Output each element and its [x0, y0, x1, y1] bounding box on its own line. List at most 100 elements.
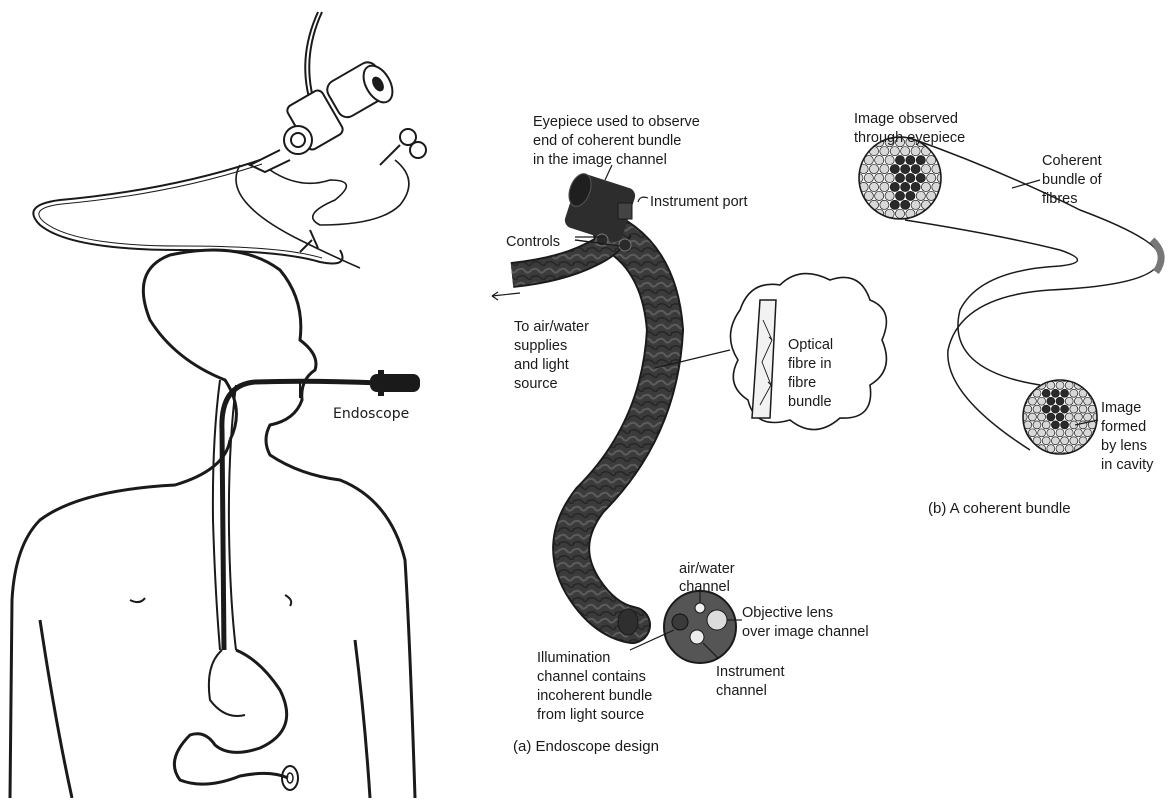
fibre [911, 182, 920, 191]
fibre [1047, 413, 1055, 421]
fibre [1033, 421, 1041, 429]
svg-text:in the image channel: in the image channel [533, 152, 667, 168]
svg-text:supplies: supplies [514, 338, 567, 354]
fibre [885, 156, 894, 165]
svg-text:bundle of: bundle of [1042, 172, 1103, 188]
svg-text:over image channel: over image channel [742, 624, 869, 640]
fibre [869, 200, 878, 209]
fibre [906, 173, 915, 182]
svg-text:by lens: by lens [1101, 438, 1147, 454]
svg-text:Image observed: Image observed [854, 111, 958, 127]
formed-image-fibre-bundle [1019, 373, 1101, 460]
fibre [927, 173, 936, 182]
air-water-supplies-label: To air/water supplies and light source [514, 319, 589, 392]
fibre [890, 164, 899, 173]
fibre [1028, 413, 1036, 421]
fibre [1061, 389, 1069, 397]
svg-text:Eyepiece used to observe: Eyepiece used to observe [533, 114, 700, 130]
fibre [1028, 397, 1036, 405]
fibre [1047, 429, 1055, 437]
instrument-channel-label: Instrument channel [716, 664, 785, 699]
svg-text:end of coherent bundle: end of coherent bundle [533, 133, 681, 149]
fibre [869, 147, 878, 156]
fibre [869, 164, 878, 173]
endoscope-label: Endoscope [333, 406, 409, 422]
fibre [1051, 437, 1059, 445]
fibre [1061, 421, 1069, 429]
fibre [890, 200, 899, 209]
fibre [911, 147, 920, 156]
fibre [1056, 381, 1064, 389]
controls-label: Controls [506, 234, 560, 250]
fibre [911, 200, 920, 209]
svg-text:channel: channel [716, 683, 767, 699]
fibre [901, 164, 910, 173]
fibre [921, 164, 930, 173]
human-torso-illustration [10, 250, 420, 798]
svg-text:air/water: air/water [679, 561, 735, 577]
fibre [1065, 413, 1073, 421]
eyepiece-label: Eyepiece used to observe end of coherent… [533, 114, 700, 168]
fibre [895, 173, 904, 182]
image-observed-label: Image observed through eyepiece [854, 111, 965, 146]
fibre [1033, 405, 1041, 413]
fibre [1061, 405, 1069, 413]
fibre [901, 182, 910, 191]
fibre [875, 191, 884, 200]
fibre [1056, 429, 1064, 437]
fibre [1042, 405, 1050, 413]
fibre [1070, 405, 1078, 413]
fibre [875, 173, 884, 182]
fibre [885, 173, 894, 182]
illumination-channel-label: Illumination channel contains incoherent… [537, 650, 652, 723]
fibre [1084, 429, 1092, 437]
svg-text:Optical: Optical [788, 337, 833, 353]
fibre [880, 147, 889, 156]
svg-text:channel: channel [679, 579, 730, 595]
svg-text:Objective lens: Objective lens [742, 605, 833, 621]
fibre [864, 173, 873, 182]
svg-text:fibre: fibre [788, 375, 816, 391]
fibre [1056, 445, 1064, 453]
coherent-bundle-label: Coherent bundle of fibres [1042, 153, 1103, 207]
fibre [1070, 389, 1078, 397]
fibre [1074, 413, 1082, 421]
svg-text:Illumination: Illumination [537, 650, 610, 666]
fibre [895, 209, 904, 218]
fibre [1084, 413, 1092, 421]
fibre [901, 200, 910, 209]
fibre [1038, 413, 1046, 421]
fibre [1065, 397, 1073, 405]
fibre [1056, 413, 1064, 421]
fibre [880, 164, 889, 173]
fibre [890, 147, 899, 156]
svg-text:incoherent bundle: incoherent bundle [537, 688, 652, 704]
svg-text:Coherent: Coherent [1042, 153, 1102, 169]
svg-text:To air/water: To air/water [514, 319, 589, 335]
fibre [911, 164, 920, 173]
fibre [906, 156, 915, 165]
fibre [921, 147, 930, 156]
instrument-port-label: Instrument port [650, 194, 748, 210]
fibre [895, 156, 904, 165]
fibre [1028, 429, 1036, 437]
svg-text:fibres: fibres [1042, 191, 1077, 207]
fibre [916, 156, 925, 165]
fibre [1038, 429, 1046, 437]
fibre [1061, 437, 1069, 445]
fibre [916, 191, 925, 200]
fibre [916, 173, 925, 182]
fibre [1042, 421, 1050, 429]
fibre [1047, 397, 1055, 405]
fibre [1051, 389, 1059, 397]
fibre [880, 182, 889, 191]
fibre [1051, 405, 1059, 413]
air-water-channel-label: air/water channel [679, 561, 735, 595]
fibre [921, 200, 930, 209]
fibre [890, 182, 899, 191]
fibre [875, 156, 884, 165]
svg-text:in cavity: in cavity [1101, 457, 1154, 473]
fibre [895, 191, 904, 200]
fibre [1070, 437, 1078, 445]
